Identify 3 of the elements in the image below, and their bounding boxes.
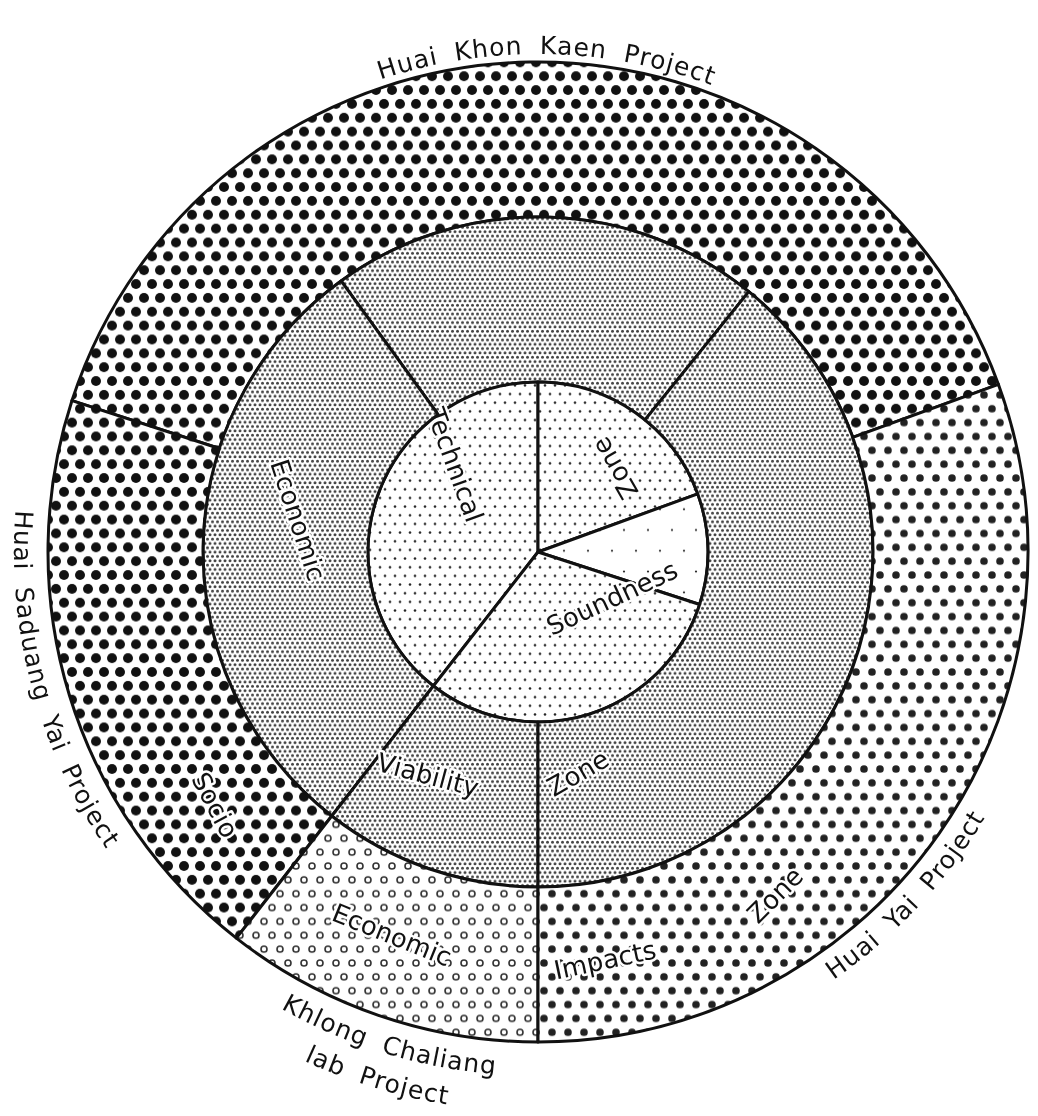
project-label: Huai Khon Kaen Project: [373, 30, 720, 92]
segment-label: Impacts: [551, 934, 659, 986]
segment-label: Zone: [541, 743, 615, 803]
